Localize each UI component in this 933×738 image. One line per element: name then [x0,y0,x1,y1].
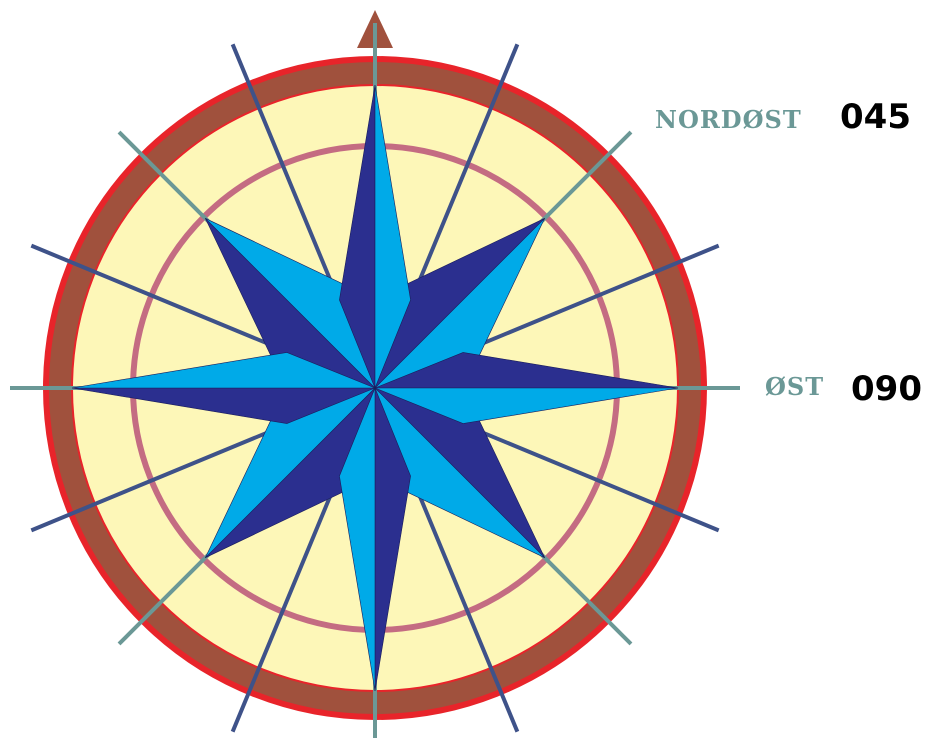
bearing-label-east: 090 [851,369,922,409]
direction-label-east: ØST [765,372,824,401]
bearing-label-northeast: 045 [840,97,911,137]
direction-label-northeast: NORDØST [655,105,802,134]
